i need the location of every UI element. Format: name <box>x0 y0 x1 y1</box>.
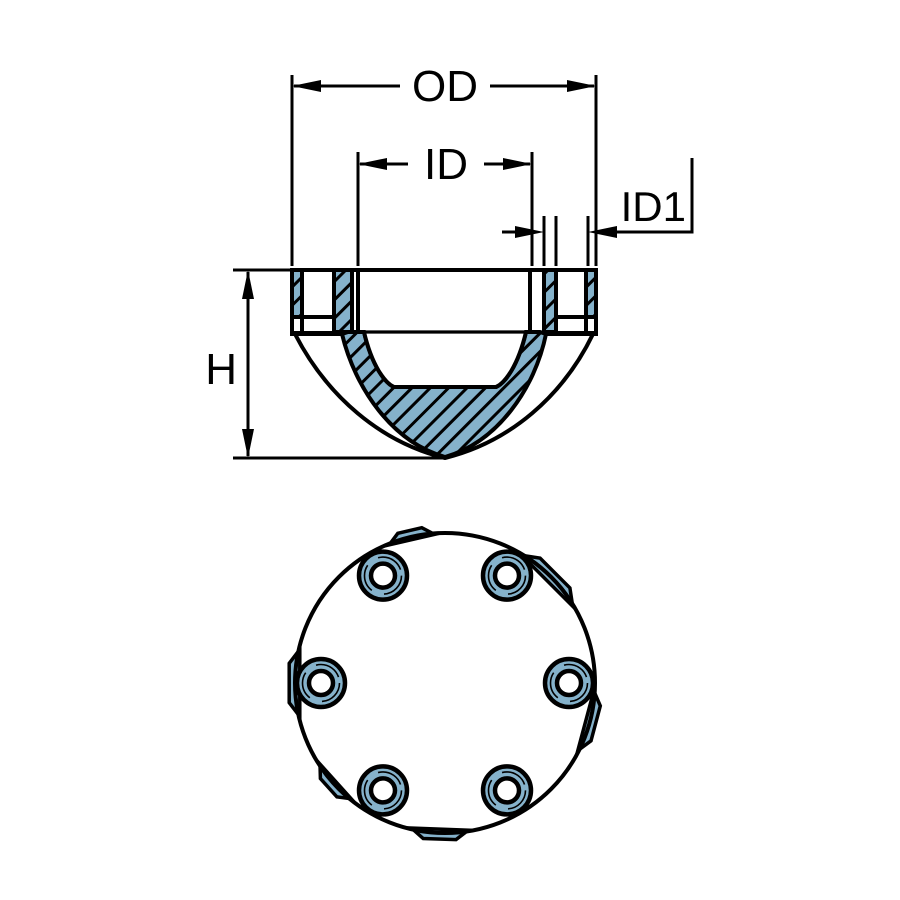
bolt-hole <box>306 668 336 698</box>
bore-and-inner-bowl <box>356 268 532 389</box>
boss-counterbore-arc <box>301 663 341 703</box>
id1-arrow-left <box>515 226 544 238</box>
id-arrow-left <box>358 158 387 170</box>
bolt-hole-boss-lower-right <box>480 764 534 817</box>
rim-lug-upper-right <box>516 552 576 612</box>
id-arrow-right <box>503 158 532 170</box>
id1-arrow-right <box>588 226 617 238</box>
boss-counterbore-arc <box>363 771 403 810</box>
h-arrow-top <box>242 270 254 299</box>
dimension-id1: ID1 <box>502 158 694 266</box>
id1-leader <box>613 158 694 234</box>
bolt-hole <box>368 561 398 590</box>
bolt-hole <box>492 776 522 805</box>
section-view: OD ID ID1 <box>205 62 694 461</box>
right-bolt-slot <box>554 268 588 319</box>
dimension-od: OD <box>290 62 598 266</box>
od-arrow-right <box>567 80 596 92</box>
bolt-hole-boss-upper-left <box>356 549 410 602</box>
boss-counterbore-arc <box>549 663 589 703</box>
id-label: ID <box>424 140 468 189</box>
rim-lug-lower-left <box>318 759 356 802</box>
bolt-hole-boss-right <box>542 656 596 710</box>
bolt-hole <box>492 561 522 590</box>
id1-label: ID1 <box>621 183 686 230</box>
bolt-hole-boss-lower-left <box>356 764 410 817</box>
dimension-id: ID <box>356 140 534 266</box>
od-label: OD <box>412 62 478 111</box>
dimension-h: H <box>205 268 446 460</box>
boss-counterbore-arc <box>487 556 527 595</box>
boss-counterbore-arc <box>363 556 403 595</box>
left-counterbore-step <box>290 315 336 335</box>
right-counterbore-step <box>554 315 598 335</box>
boss-counterbore-arc <box>487 771 527 810</box>
bolt-hole-boss-upper-right <box>480 549 534 602</box>
h-arrow-bottom <box>242 429 254 458</box>
bolt-hole <box>368 776 398 805</box>
bolt-hole <box>554 668 584 698</box>
left-bolt-slot <box>300 268 336 319</box>
od-arrow-left <box>292 80 321 92</box>
section-left-inner-wall <box>332 268 354 334</box>
bolt-hole-boss-left <box>294 656 348 710</box>
plan-view <box>287 525 603 842</box>
h-label: H <box>205 345 237 394</box>
